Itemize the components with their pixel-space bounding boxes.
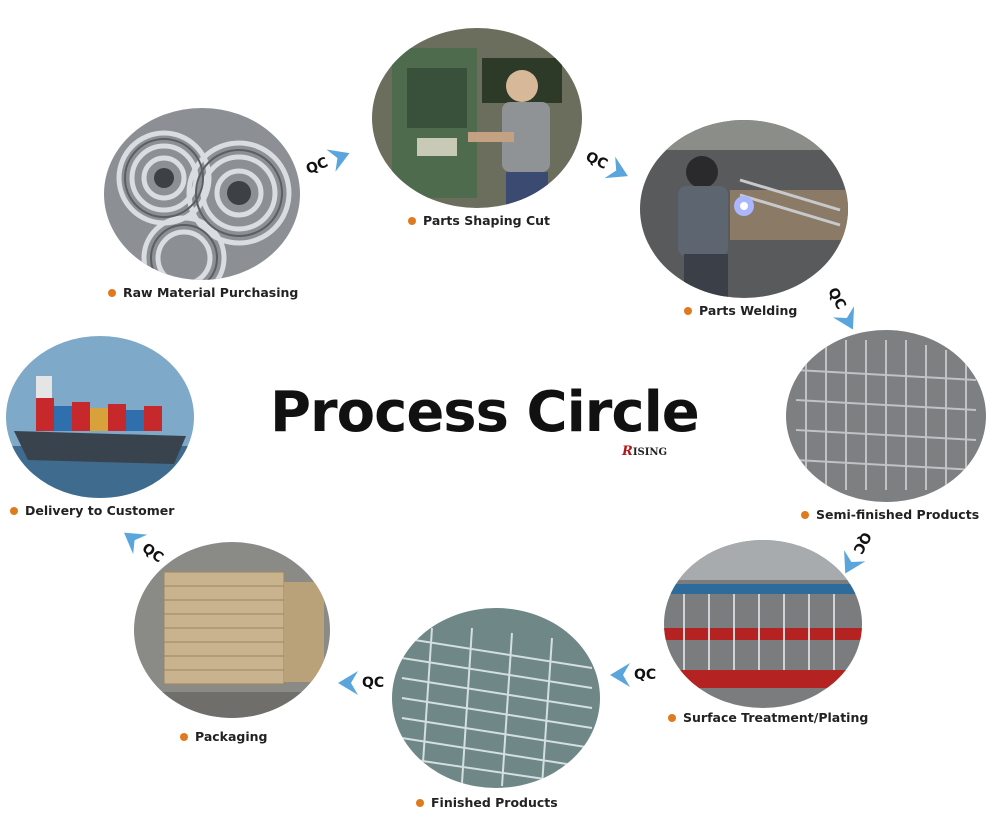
bullet-icon bbox=[416, 798, 424, 807]
qc-arrow-3: QC bbox=[818, 282, 868, 340]
step-label-finished-products: Finished Products bbox=[416, 795, 558, 810]
bullet-icon bbox=[408, 216, 416, 225]
semi-finished-photo bbox=[786, 330, 986, 502]
chevron-right-icon bbox=[843, 550, 866, 574]
chevron-left-icon bbox=[338, 671, 358, 695]
bullet-icon bbox=[801, 510, 809, 519]
chevron-right-icon bbox=[326, 149, 350, 172]
chevron-left-icon bbox=[124, 532, 148, 555]
step-label-surface-treatment: Surface Treatment/Plating bbox=[668, 710, 868, 725]
step-label-delivery: Delivery to Customer bbox=[10, 503, 174, 518]
parts-welding-photo bbox=[640, 120, 848, 298]
chevron-right-icon bbox=[604, 156, 629, 179]
step-label-packaging: Packaging bbox=[180, 729, 268, 744]
qc-arrow-4: QC bbox=[830, 526, 880, 584]
qc-label: QC bbox=[362, 675, 385, 691]
step-label-parts-welding: Parts Welding bbox=[684, 303, 797, 318]
qc-arrow-2: QC bbox=[580, 143, 638, 192]
bullet-icon bbox=[684, 306, 692, 315]
bullet-icon bbox=[10, 506, 18, 515]
finished-products-photo bbox=[392, 608, 600, 788]
qc-arrow-1: QC bbox=[301, 138, 359, 185]
qc-arrow-6: QC bbox=[334, 668, 384, 698]
bullet-icon bbox=[180, 732, 188, 741]
qc-label: QC bbox=[634, 667, 657, 683]
raw-material-photo bbox=[104, 108, 300, 280]
step-label-parts-shaping: Parts Shaping Cut bbox=[408, 213, 550, 228]
chevron-right-icon bbox=[833, 306, 855, 330]
packaging-photo bbox=[134, 542, 330, 718]
qc-arrow-7: QC bbox=[112, 518, 170, 572]
bullet-icon bbox=[668, 713, 676, 722]
step-label-raw-material: Raw Material Purchasing bbox=[108, 285, 298, 300]
bullet-icon bbox=[108, 288, 116, 297]
delivery-photo bbox=[6, 336, 194, 498]
step-label-semi-finished: Semi-finished Products bbox=[801, 507, 979, 522]
parts-shaping-photo bbox=[372, 28, 582, 208]
qc-arrow-5: QC bbox=[606, 660, 656, 690]
diagram-title: Process Circle bbox=[270, 380, 700, 445]
chevron-left-icon bbox=[610, 663, 630, 687]
rising-logo: RISING bbox=[622, 444, 668, 459]
